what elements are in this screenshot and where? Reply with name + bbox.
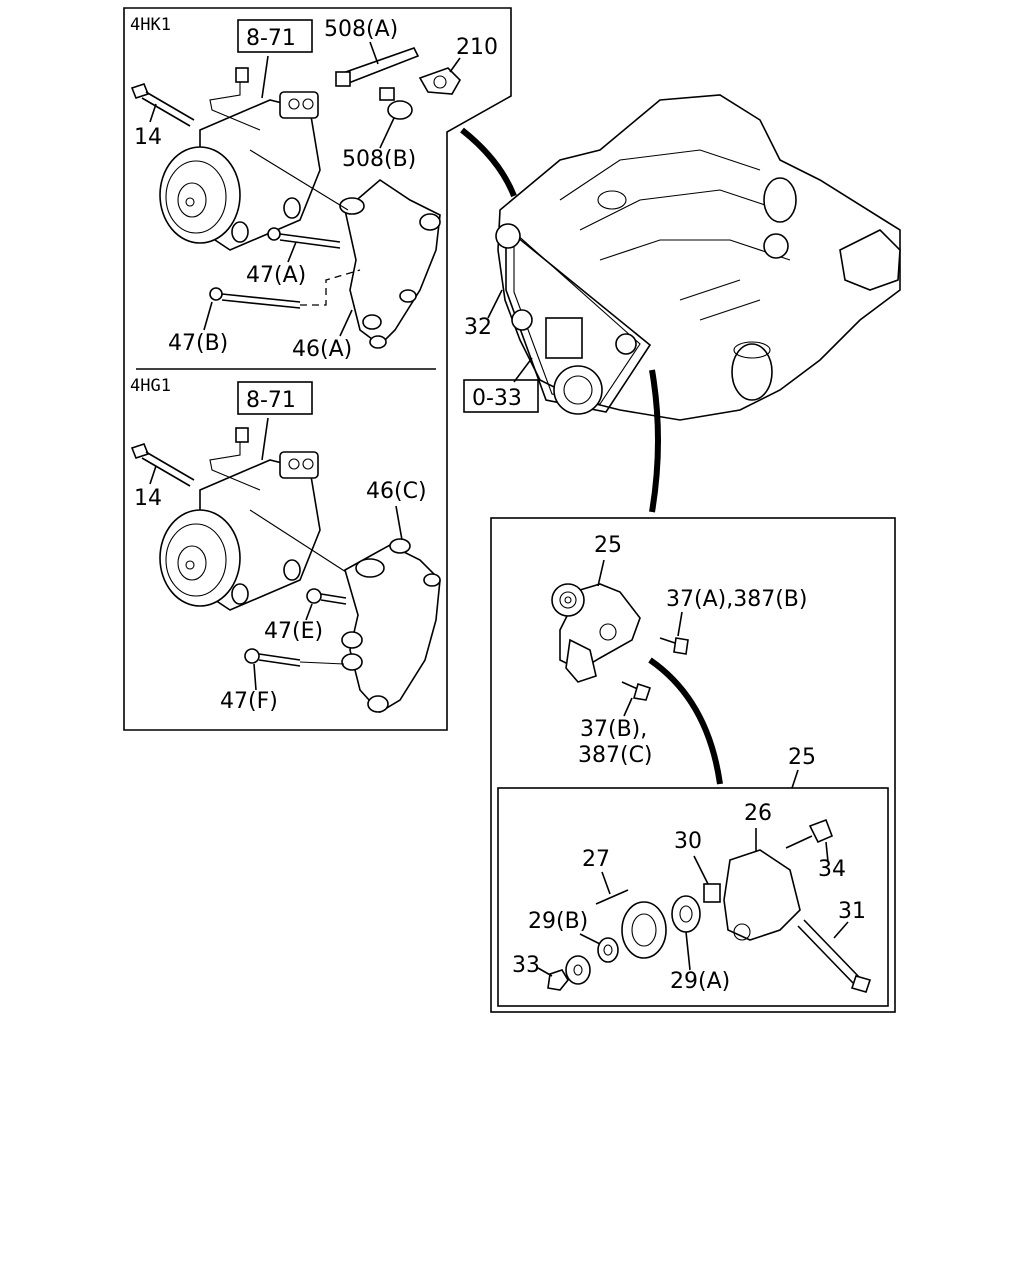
- bolt-14-upper: [130, 83, 195, 127]
- tensioner-panel-frame: [490, 517, 896, 1013]
- label-25-upper: 25: [594, 533, 622, 558]
- label-508a: 508(A): [324, 17, 398, 42]
- bracket-46a: [339, 178, 441, 349]
- engine-block: [497, 94, 901, 421]
- bearing-29b: [597, 937, 619, 963]
- nut-33: [547, 969, 569, 991]
- bolt-14-lower: [130, 443, 195, 487]
- bolt-47e: [306, 588, 347, 605]
- bearing-29a: [671, 895, 701, 933]
- guide-47b: [300, 269, 361, 306]
- leader-27: [601, 871, 611, 895]
- clip-210: [418, 67, 461, 95]
- label-26: 26: [744, 801, 772, 826]
- leader-46a: [339, 309, 353, 337]
- leader-31: [833, 921, 849, 939]
- label-37a-387b: 37(A),387(B): [666, 587, 807, 612]
- spacer-30: [703, 883, 721, 903]
- tensioner-arm-26: [723, 849, 801, 941]
- bolt-34: [785, 818, 834, 849]
- leader-46c: [395, 505, 403, 541]
- leader-47f: [253, 663, 257, 691]
- label-31: 31: [838, 899, 866, 924]
- label-25-lower: 25: [788, 745, 816, 770]
- label-37b: 37(B),: [580, 717, 647, 742]
- leader-27a: [595, 889, 629, 905]
- guide-47f: [299, 661, 345, 665]
- drive-belt-32: [495, 223, 652, 415]
- leader-508b: [379, 117, 395, 149]
- bolt-31: [797, 919, 872, 993]
- label-47e: 47(E): [264, 619, 323, 644]
- assembly-line-upper: [249, 149, 349, 211]
- label-46a: 46(A): [292, 337, 352, 362]
- bolt-47f: [244, 648, 301, 667]
- label-27: 27: [582, 847, 610, 872]
- leader-37a: [677, 611, 683, 637]
- pointer-upper-panel: [460, 127, 517, 198]
- label-33: 33: [512, 953, 540, 978]
- bolt-37b: [621, 681, 652, 701]
- label-14-upper: 14: [134, 125, 162, 150]
- assembly-line-lower: [249, 509, 347, 573]
- leader-32: [487, 289, 503, 319]
- leader-14-lower: [149, 465, 157, 485]
- svg-text:0-33: 0-33: [472, 386, 522, 411]
- leader-29b: [579, 933, 601, 945]
- tensioner-assembly-25: [551, 583, 641, 683]
- leader-508a: [369, 41, 379, 65]
- leader-29a: [685, 931, 691, 971]
- leader-8-71-top: [261, 55, 269, 99]
- label-508b: 508(B): [342, 147, 416, 172]
- label-30: 30: [674, 829, 702, 854]
- leader-210: [449, 57, 461, 73]
- cable-tie-508a: [335, 47, 420, 87]
- reference-box-0-33[interactable]: 0-33: [463, 379, 539, 413]
- pointer-exploded-view: [648, 657, 723, 785]
- section-label-4hg1: 4HG1: [130, 376, 171, 396]
- svg-text:8-71: 8-71: [246, 26, 296, 51]
- leader-47a: [287, 241, 297, 263]
- label-387c: 387(C): [578, 743, 653, 768]
- label-34: 34: [818, 857, 846, 882]
- section-label-4hk1: 4HK1: [130, 15, 171, 35]
- label-29a: 29(A): [670, 969, 730, 994]
- bolt-37a: [659, 637, 689, 655]
- label-210: 210: [456, 35, 498, 60]
- pointer-tensioner-panel: [649, 369, 661, 513]
- leader-0-33: [513, 357, 533, 383]
- leader-30: [693, 855, 709, 885]
- band-508b: [379, 87, 413, 120]
- leader-34: [825, 841, 829, 863]
- leader-25-lower: [791, 769, 799, 789]
- left-panel-frame: [123, 7, 512, 731]
- compressor-4hg1: [159, 427, 321, 611]
- leader-8-71-bottom: [261, 417, 269, 461]
- label-46c: 46(C): [366, 479, 427, 504]
- bracket-46c: [341, 538, 441, 714]
- leader-14-upper: [149, 103, 157, 123]
- reference-box-8-71-bottom[interactable]: 8-71: [237, 381, 313, 415]
- leader-47b: [203, 301, 213, 331]
- bolt-47b: [209, 287, 301, 309]
- leader-25-upper: [597, 559, 605, 587]
- label-47b: 47(B): [168, 331, 228, 356]
- leader-47e: [305, 603, 313, 621]
- svg-text:8-71: 8-71: [246, 388, 296, 413]
- label-29b: 29(B): [528, 909, 588, 934]
- label-47a: 47(A): [246, 263, 306, 288]
- washer-plate: [565, 955, 591, 985]
- label-32: 32: [464, 315, 492, 340]
- reference-box-8-71-top[interactable]: 8-71: [237, 19, 313, 53]
- bolt-47a: [267, 227, 341, 249]
- label-47f: 47(F): [220, 689, 278, 714]
- leader-37b: [623, 697, 633, 717]
- pulley-27: [621, 901, 667, 959]
- compressor-4hk1: [159, 67, 321, 251]
- label-14-lower: 14: [134, 486, 162, 511]
- leader-33: [537, 967, 553, 977]
- tensioner-exploded-frame: [497, 787, 889, 1007]
